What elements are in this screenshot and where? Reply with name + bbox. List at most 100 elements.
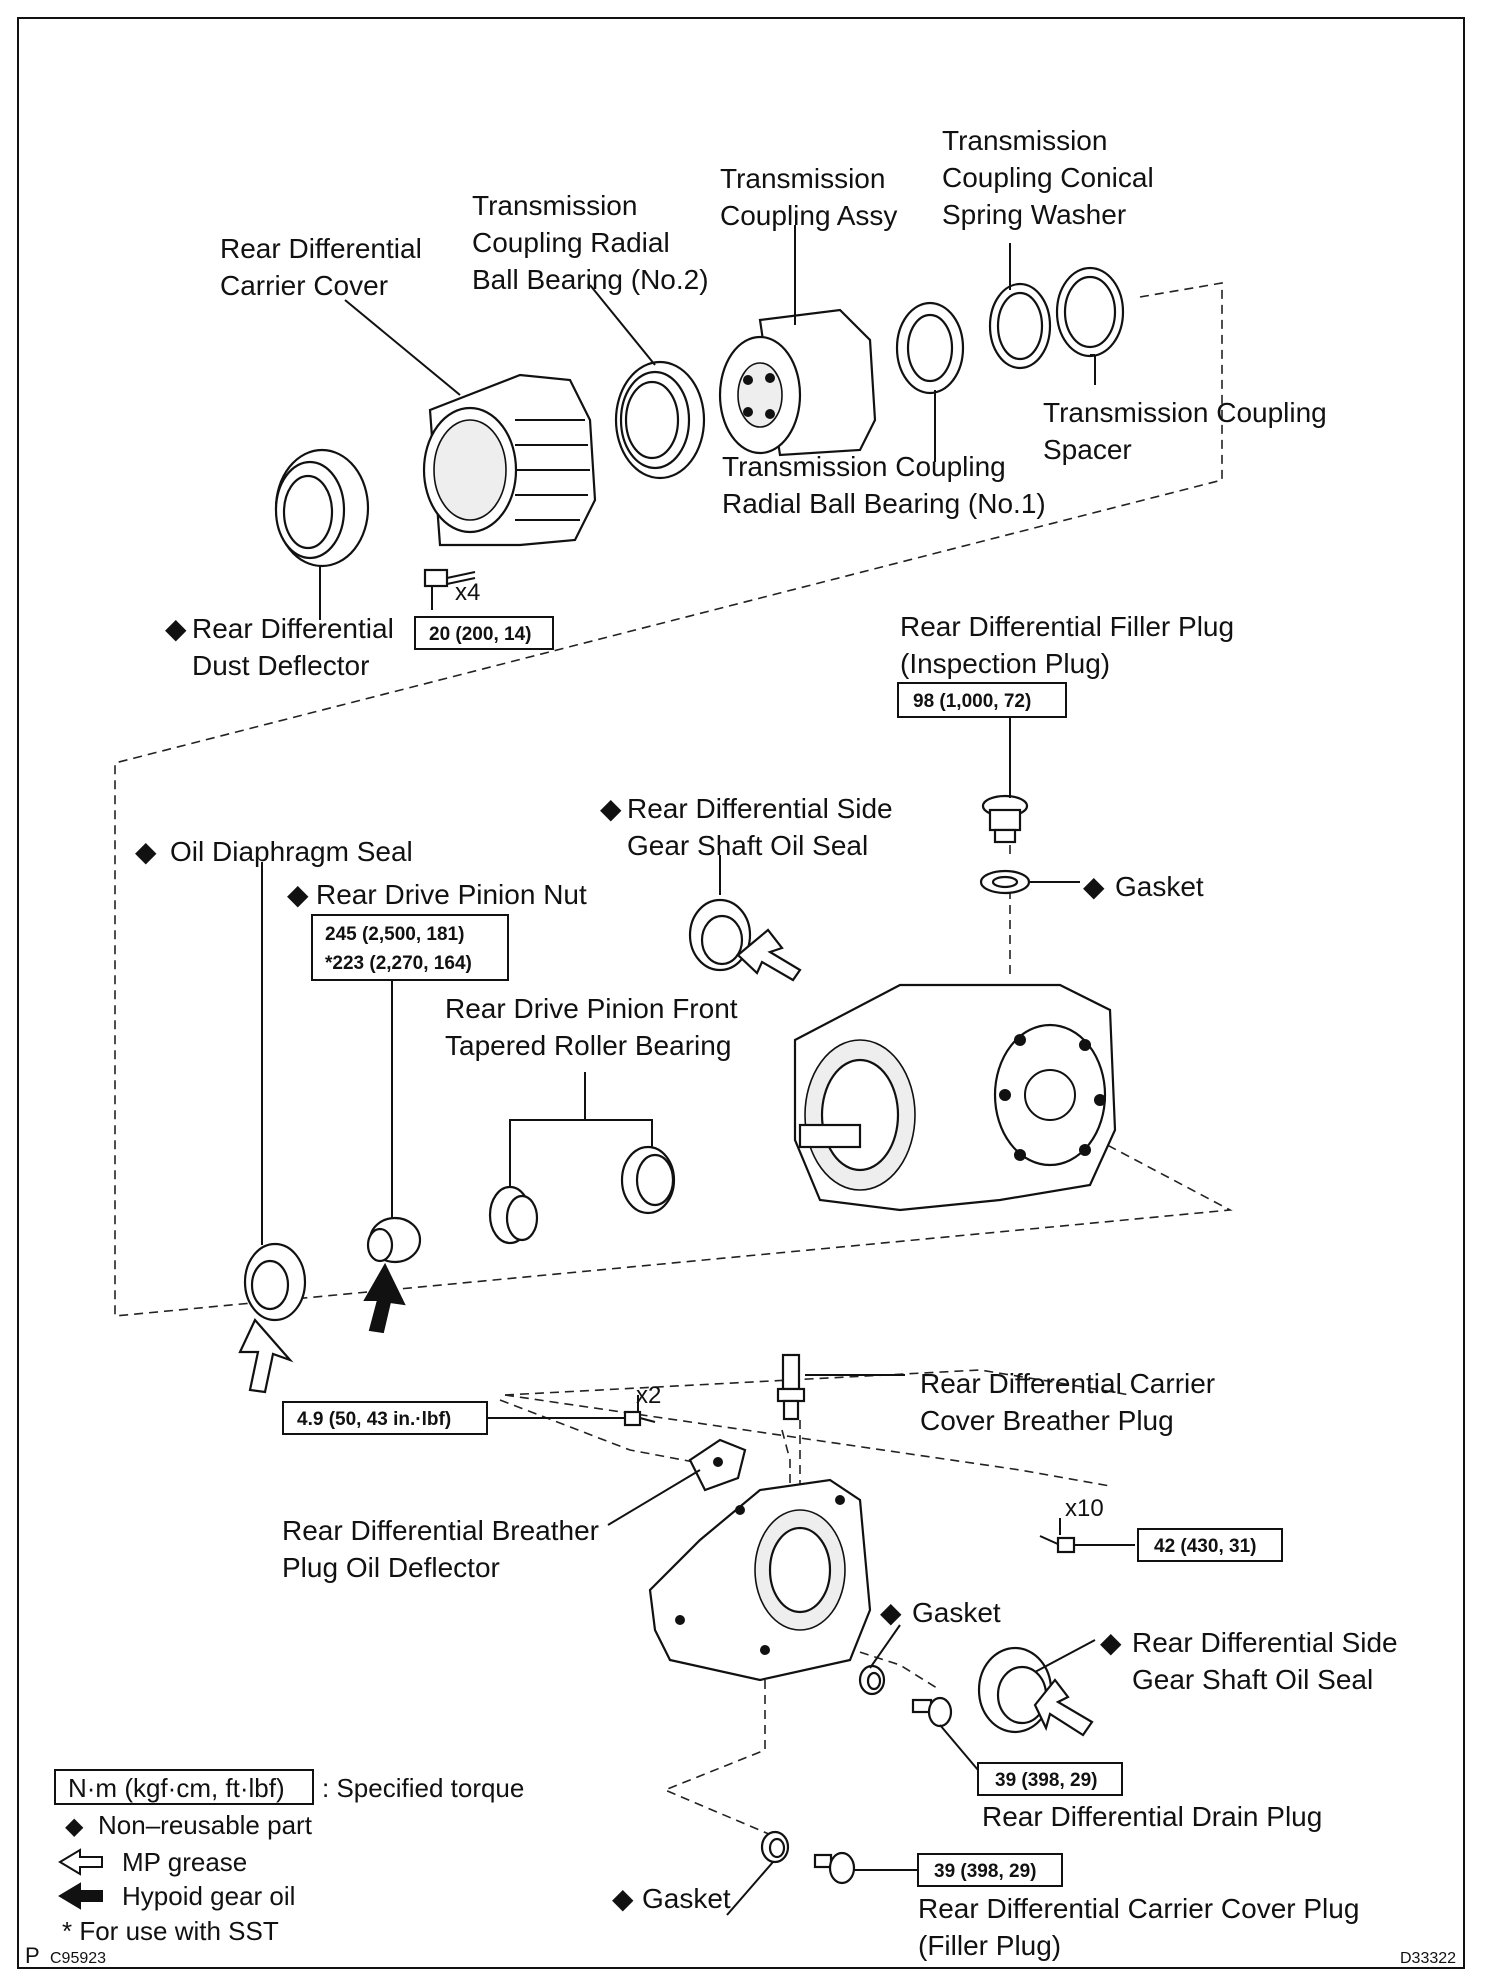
- torque-cover-bolts-x10: 42 (430, 31): [1154, 1536, 1256, 1557]
- label-breather-deflector-2: Plug Oil Deflector: [282, 1552, 500, 1583]
- torque-pinion-nut: 245 (2,500, 181): [325, 924, 464, 945]
- label-breather-plug-2: Cover Breather Plug: [920, 1405, 1174, 1436]
- footer-page-marker: P: [25, 1943, 40, 1968]
- dust-deflector-part: [274, 448, 370, 568]
- label-filler-plug-2: (Inspection Plug): [900, 648, 1110, 679]
- legend-torque-desc: : Specified torque: [322, 1773, 524, 1803]
- diamond-side-gear-seal-top: ◆: [600, 793, 622, 824]
- label-radial-bearing-no2-1: Transmission: [472, 190, 637, 221]
- leader-lines: [261, 225, 1135, 1916]
- legend-sst-note: * For use with SST: [62, 1916, 279, 1946]
- rear-carrier-cover-part: [648, 1478, 872, 1682]
- torque-box-cover-bolts: [414, 616, 554, 650]
- label-oil-diaphragm-seal: Oil Diaphragm Seal: [170, 836, 413, 867]
- torque-pinion-nut-sst: *223 (2,270, 164): [325, 953, 472, 974]
- drain-plug-part: [911, 1696, 953, 1728]
- torque-box-pinion-nut: [311, 914, 509, 981]
- label-coupling-assy-2: Coupling Assy: [720, 200, 897, 231]
- page-frame: [17, 17, 1465, 1969]
- label-gasket-mid: Gasket: [912, 1597, 1001, 1628]
- label-coupling-spacer-1: Transmission Coupling: [1043, 397, 1327, 428]
- legend-hypoid-oil-arrow-icon: [58, 1882, 103, 1910]
- footer-drawing-code: D33322: [1400, 1950, 1456, 1967]
- label-conical-washer-3: Spring Washer: [942, 199, 1126, 230]
- cover-plug-part: [813, 1851, 856, 1885]
- assembly-dashed-lines: [114, 282, 1233, 1841]
- label-coupling-spacer-2: Spacer: [1043, 434, 1132, 465]
- side-gear-seal-bottom-part: [977, 1646, 1094, 1737]
- legend: N·m (kgf·cm, ft·lbf) : Specified torque …: [54, 1769, 524, 1946]
- label-bolt-x4: x4: [455, 579, 480, 606]
- legend-hypoid-oil: Hypoid gear oil: [122, 1881, 295, 1911]
- torque-box-cover-plug: [917, 1853, 1063, 1887]
- torque-filler-plug: 98 (1,000, 72): [913, 691, 1031, 712]
- gasket-bottom-part: [760, 1830, 790, 1864]
- label-carrier-cover-2: Carrier Cover: [220, 270, 388, 301]
- diamond-oil-diaphragm-seal: ◆: [135, 836, 157, 867]
- torque-box-drain-plug: [977, 1762, 1123, 1796]
- coupling-assy-part: [718, 308, 877, 457]
- radial-bearing-no2-part: [614, 360, 706, 480]
- label-radial-bearing-no1-1: Transmission Coupling: [722, 451, 1006, 482]
- label-bolt-x10: x10: [1065, 1495, 1104, 1522]
- label-gasket-bottom: Gasket: [642, 1883, 731, 1914]
- label-front-bearing-2: Tapered Roller Bearing: [445, 1030, 731, 1061]
- label-conical-washer-2: Coupling Conical: [942, 162, 1154, 193]
- label-conical-washer-1: Transmission: [942, 125, 1107, 156]
- label-breather-deflector-1: Rear Differential Breather: [282, 1515, 599, 1546]
- torque-box-cover-bolts-x10: [1137, 1528, 1283, 1562]
- filler-plug-gasket-part: [979, 869, 1031, 895]
- differential-carrier-part: [793, 983, 1117, 1212]
- diamond-gasket-mid: ◆: [880, 1597, 902, 1628]
- torque-box-deflector-bolts: [282, 1401, 488, 1435]
- torque-cover-bolts: 20 (200, 14): [429, 624, 531, 645]
- label-gasket-top: Gasket: [1115, 871, 1204, 902]
- legend-torque-box: [54, 1769, 314, 1805]
- label-radial-bearing-no1-2: Radial Ball Bearing (No.1): [722, 488, 1046, 519]
- label-side-gear-seal-bottom-2: Gear Shaft Oil Seal: [1132, 1664, 1373, 1695]
- label-filler-plug-1: Rear Differential Filler Plug: [900, 611, 1234, 642]
- label-pinion-nut: Rear Drive Pinion Nut: [316, 879, 587, 910]
- label-drain-plug: Rear Differential Drain Plug: [982, 1801, 1322, 1832]
- breather-plug-part: [776, 1353, 806, 1421]
- cover-bolt-part: [423, 568, 476, 588]
- conical-washer-part: [988, 282, 1052, 370]
- front-bearing-cone-part: [488, 1185, 539, 1245]
- gasket-mid-part: [858, 1664, 886, 1696]
- oil-diaphragm-seal-part: [238, 1242, 307, 1394]
- diamond-side-gear-seal-bottom: ◆: [1100, 1627, 1122, 1658]
- label-side-gear-seal-top-2: Gear Shaft Oil Seal: [627, 830, 868, 861]
- carrier-cover-part: [422, 373, 597, 547]
- coupling-spacer-part: [1055, 266, 1125, 358]
- torque-box-filler-plug: [897, 682, 1067, 718]
- radial-bearing-no1-part: [895, 301, 965, 395]
- legend-torque-units: N·m (kgf·cm, ft·lbf): [68, 1773, 285, 1803]
- torque-deflector-bolts: 4.9 (50, 43 in.·lbf): [297, 1409, 451, 1430]
- label-cover-plug-1: Rear Differential Carrier Cover Plug: [918, 1893, 1359, 1924]
- diamond-pinion-nut: ◆: [287, 879, 309, 910]
- label-dust-deflector-2: Dust Deflector: [192, 650, 369, 681]
- label-dust-deflector-1: Rear Differential: [192, 613, 394, 644]
- breather-deflector-part: [688, 1438, 747, 1492]
- diamond-gasket-bottom: ◆: [612, 1883, 634, 1914]
- label-breather-plug-1: Rear Differential Carrier: [920, 1368, 1215, 1399]
- cover-bolt-x10-part: [1039, 1535, 1076, 1554]
- label-bolt-x2: x2: [636, 1382, 661, 1409]
- filler-plug-part: [981, 794, 1029, 844]
- label-radial-bearing-no2-3: Ball Bearing (No.2): [472, 264, 709, 295]
- pinion-nut-part: [363, 1216, 422, 1334]
- legend-mp-grease: MP grease: [122, 1847, 247, 1877]
- label-side-gear-seal-top-1: Rear Differential Side: [627, 793, 893, 824]
- side-gear-seal-top-part: [688, 898, 802, 982]
- torque-drain-plug: 39 (398, 29): [995, 1770, 1097, 1791]
- label-front-bearing-1: Rear Drive Pinion Front: [445, 993, 738, 1024]
- footer-figure-code: C95923: [50, 1950, 106, 1967]
- label-carrier-cover-1: Rear Differential: [220, 233, 422, 264]
- diamond-dust-deflector: ◆: [165, 613, 187, 644]
- legend-non-reusable: Non–reusable part: [98, 1810, 313, 1840]
- label-side-gear-seal-bottom-1: Rear Differential Side: [1132, 1627, 1398, 1658]
- label-radial-bearing-no2-2: Coupling Radial: [472, 227, 670, 258]
- front-bearing-cup-part: [620, 1145, 676, 1215]
- legend-diamond-symbol: ◆: [65, 1813, 84, 1840]
